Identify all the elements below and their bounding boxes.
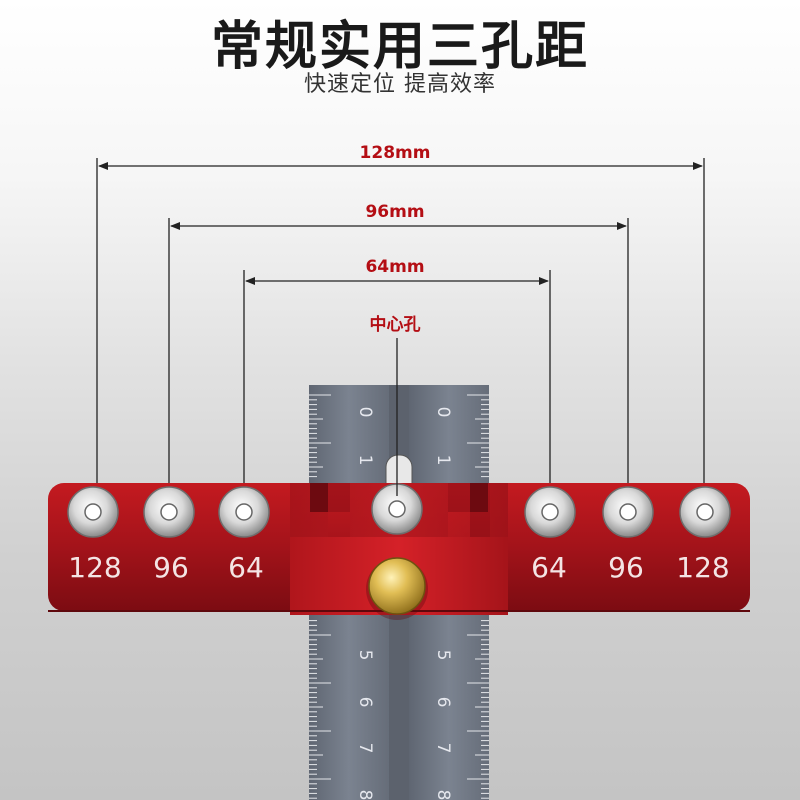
ruler-number: 7 [433, 743, 453, 754]
bushing-64-left-icon [218, 486, 270, 538]
bushing-center-icon [371, 483, 423, 535]
page-subtitle: 快速定位 提高效率 [304, 72, 496, 97]
hole-label: 96 [608, 551, 644, 584]
bushing-128-right-icon [679, 486, 731, 538]
dimension-128mm: 128mm [96, 143, 705, 510]
ruler-number: 6 [433, 697, 453, 708]
hole-label: 64 [228, 551, 264, 584]
page-title: 常规实用三孔距 [210, 17, 589, 77]
hole-label: 128 [68, 551, 121, 584]
dimension-64mm: 64mm [243, 257, 551, 510]
ruler-numbers-left: 0 1 5 6 7 8 [355, 407, 375, 800]
bushing-128-left-icon [67, 486, 119, 538]
hole-labels: 128 96 64 64 96 128 [68, 551, 729, 584]
brass-knob-icon [366, 557, 428, 620]
ruler-number: 1 [433, 455, 453, 466]
ruler-number: 0 [433, 407, 453, 418]
dimension-label-128mm: 128mm [360, 143, 431, 163]
bushing-64-right-icon [524, 486, 576, 538]
hole-label: 128 [676, 551, 729, 584]
hole-label: 96 [153, 551, 189, 584]
center-hole-label: 中心孔 [370, 314, 421, 335]
ruler-number: 0 [355, 407, 375, 418]
ruler-numbers-right: 0 1 5 6 7 8 [433, 407, 453, 800]
dimension-label-64mm: 64mm [365, 257, 424, 277]
ruler-number: 8 [355, 790, 375, 800]
bushing-96-right-icon [602, 486, 654, 538]
bushing-96-left-icon [143, 486, 195, 538]
ruler-number: 1 [355, 455, 375, 466]
hole-bushings [67, 483, 731, 538]
ruler-number: 5 [433, 650, 453, 661]
ruler-number: 8 [433, 790, 453, 800]
ruler-number: 6 [355, 697, 375, 708]
dimension-96mm: 96mm [168, 202, 629, 510]
center-hole-callout: 中心孔 [370, 314, 421, 496]
dimension-label-96mm: 96mm [365, 202, 424, 222]
ruler-number: 7 [355, 743, 375, 754]
ruler-number: 5 [355, 650, 375, 661]
hole-label: 64 [531, 551, 567, 584]
